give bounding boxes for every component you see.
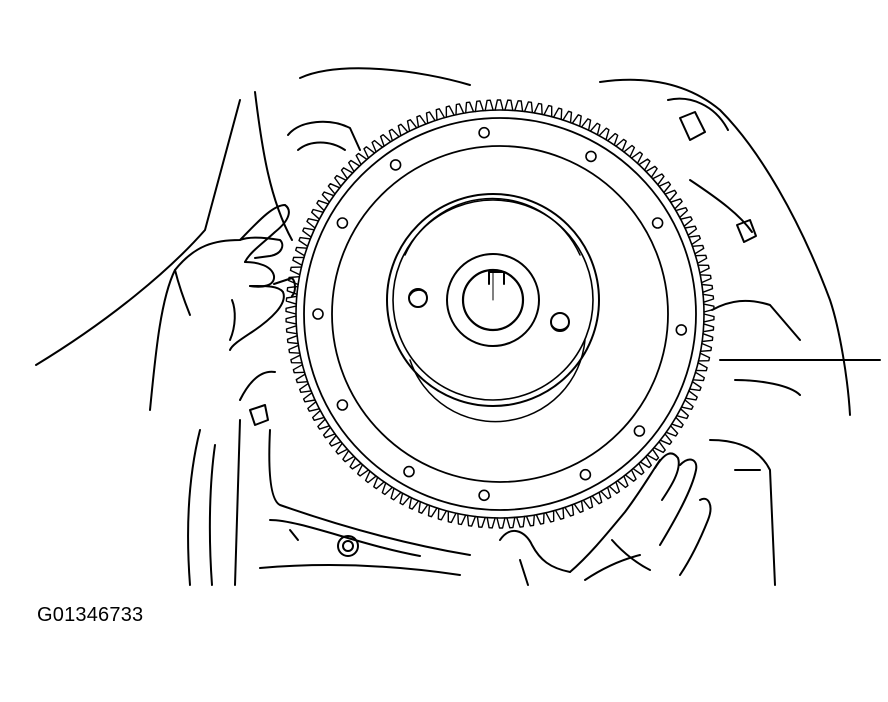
bolt-hole bbox=[580, 470, 590, 480]
bolt-hole bbox=[479, 490, 489, 500]
figure-code: G01346733 bbox=[37, 604, 144, 626]
bolt-hole bbox=[634, 426, 644, 436]
bolt-hole bbox=[391, 160, 401, 170]
bolt-hole bbox=[676, 325, 686, 335]
hand-icon bbox=[150, 205, 710, 585]
engine-housing bbox=[36, 68, 880, 585]
bolt-hole bbox=[479, 128, 489, 138]
bolt-hole bbox=[337, 218, 347, 228]
bolt-hole bbox=[586, 151, 596, 161]
bolt-hole bbox=[313, 309, 323, 319]
bolt-hole bbox=[653, 218, 663, 228]
bolt-hole bbox=[404, 467, 414, 477]
flywheel-icon bbox=[286, 100, 714, 528]
bolt-hole bbox=[337, 400, 347, 410]
flywheel-removal-illustration bbox=[0, 0, 888, 600]
